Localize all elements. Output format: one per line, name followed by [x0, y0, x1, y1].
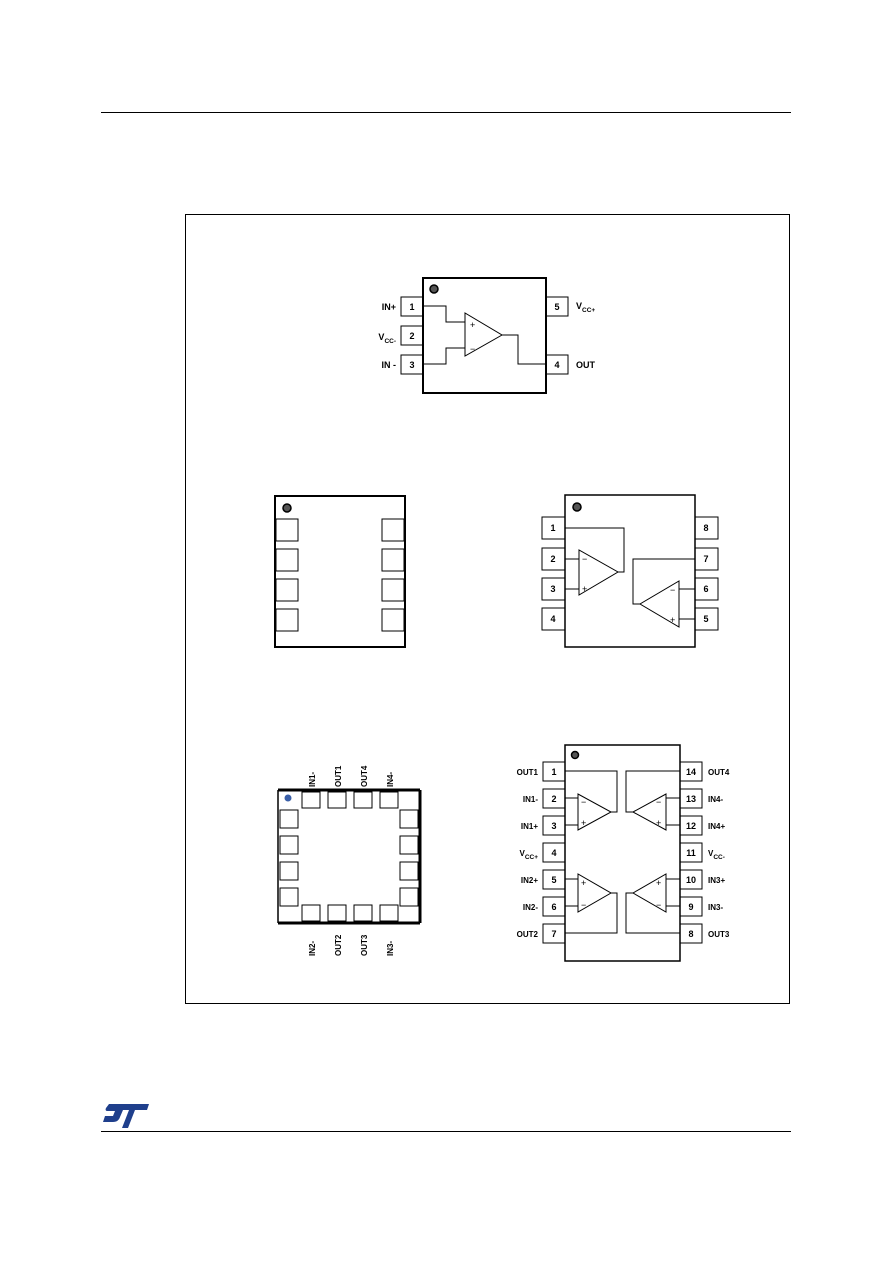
- pin-label: OUT2: [517, 930, 539, 939]
- qfn-top-label: OUT1: [334, 765, 343, 787]
- package-8pin-blank: [274, 495, 406, 648]
- qfn-bottom-label: IN3-: [386, 941, 395, 956]
- pin-label: IN4-: [708, 795, 723, 804]
- opamp-minus-sign: −: [581, 797, 586, 807]
- opamp-plus-sign: +: [582, 584, 587, 594]
- opamp-minus-sign: −: [582, 554, 587, 564]
- pin-number: 1: [409, 302, 414, 312]
- pin-5-box: [545, 296, 569, 317]
- opamp-plus-sign: +: [581, 818, 586, 828]
- pin1-marker-icon: [429, 284, 439, 294]
- pin-number: 8: [703, 523, 708, 533]
- pin-number: 2: [550, 554, 555, 564]
- pin-number: 7: [703, 554, 708, 564]
- pin-label: IN2-: [523, 903, 538, 912]
- pin-label: VCC-: [708, 849, 725, 861]
- pin-number: 13: [686, 794, 696, 804]
- pin-number: 14: [686, 767, 696, 777]
- pin-number: 1: [550, 523, 555, 533]
- pin-number: 7: [551, 929, 556, 939]
- pin-number: 9: [688, 902, 693, 912]
- opamp-minus-sign: −: [656, 797, 661, 807]
- pin-number: 10: [686, 875, 696, 885]
- pin-number: 4: [551, 848, 556, 858]
- opamp-symbol: [464, 312, 503, 357]
- header-rule: [101, 112, 791, 113]
- pin-number: 5: [551, 875, 556, 885]
- opamp-plus-sign: +: [581, 878, 586, 888]
- pin-number: 4: [554, 360, 559, 370]
- pin-number: 12: [686, 821, 696, 831]
- pin1-marker-icon: [570, 750, 580, 760]
- pin-label: IN3-: [708, 903, 723, 912]
- pin-label: IN1-: [523, 795, 538, 804]
- pin-number: 5: [703, 614, 708, 624]
- pin-number: 3: [550, 584, 555, 594]
- qfn-bottom-label: OUT3: [360, 934, 369, 956]
- pin-label: IN -: [382, 360, 397, 370]
- package-5pin-body: [422, 277, 547, 394]
- pin-label: IN4+: [708, 822, 725, 831]
- package-8pin-blank-body: [274, 495, 406, 648]
- opamp-b-symbol: [639, 580, 680, 628]
- qfn-bottom-label: OUT2: [334, 934, 343, 956]
- pin1-marker-icon: [282, 503, 292, 513]
- pin-label: OUT1: [517, 768, 539, 777]
- package-14pin-quad: [542, 744, 703, 962]
- footer-rule: [101, 1131, 791, 1132]
- package-qfn16: [277, 788, 422, 925]
- package-5pin: [400, 277, 569, 394]
- qfn-top-label: IN1-: [308, 772, 317, 787]
- pin-label: VCC+: [519, 849, 538, 861]
- pin-number: 3: [551, 821, 556, 831]
- pin-number: 3: [409, 360, 414, 370]
- package-14pin-text: 1 2 3 4 5 6 7 14 13 12 11 10 9 8 OUT1 IN…: [517, 767, 730, 939]
- qfn-top-label: IN4-: [386, 772, 395, 787]
- pin-label: OUT3: [708, 930, 730, 939]
- package-8pin-dual: [541, 494, 719, 648]
- pin-number: 5: [554, 302, 559, 312]
- pin-label: VCC+: [576, 301, 595, 314]
- package-qfn16-text: IN1- OUT1 OUT4 IN4- IN2- OUT2 OUT3 IN3-: [308, 765, 395, 956]
- opamp-plus-sign: +: [656, 818, 661, 828]
- qfn-top-label: OUT4: [360, 765, 369, 787]
- opamp-minus-sign: −: [470, 344, 475, 354]
- pin-label: IN+: [382, 302, 396, 312]
- opamp-plus-sign: +: [470, 320, 475, 330]
- pin-label: VCC-: [378, 332, 396, 345]
- opamp-plus-sign: +: [670, 615, 675, 625]
- opamp-a-symbol: [578, 549, 620, 596]
- package-8pin-dual-text: 1 2 3 4 8 7 6 5 − + − +: [550, 523, 708, 625]
- figure-frame: [185, 214, 790, 1004]
- pin-number: 1: [551, 767, 556, 777]
- pin-label: OUT: [576, 360, 596, 370]
- pin-number: 6: [551, 902, 556, 912]
- opamp-minus-sign: −: [581, 900, 586, 910]
- opamp-plus-sign: +: [656, 878, 661, 888]
- pin-number: 11: [686, 848, 696, 858]
- pin-2-box: [400, 325, 424, 346]
- pin-number: 6: [703, 584, 708, 594]
- package-8pin-dual-body: [564, 494, 696, 648]
- opamp-minus-sign: −: [656, 900, 661, 910]
- package-5pin-text: 1 2 3 5 4 IN+ VCC- IN - VCC+ OUT + −: [378, 301, 595, 370]
- package-14pin-body: [564, 744, 681, 962]
- pin-number: 2: [409, 331, 414, 341]
- pin-number: 2: [551, 794, 556, 804]
- pin-label: IN3+: [708, 876, 725, 885]
- pin-label: OUT4: [708, 768, 730, 777]
- pin-label: IN1+: [521, 822, 538, 831]
- qfn-bottom-label: IN2-: [308, 941, 317, 956]
- pin-label: IN2+: [521, 876, 538, 885]
- opamp-minus-sign: −: [670, 585, 675, 595]
- st-logo-icon: [103, 1104, 149, 1128]
- pin-number: 4: [550, 614, 555, 624]
- pin1-marker-icon: [284, 794, 292, 802]
- pin-number: 8: [688, 929, 693, 939]
- pin1-marker-icon: [572, 502, 582, 512]
